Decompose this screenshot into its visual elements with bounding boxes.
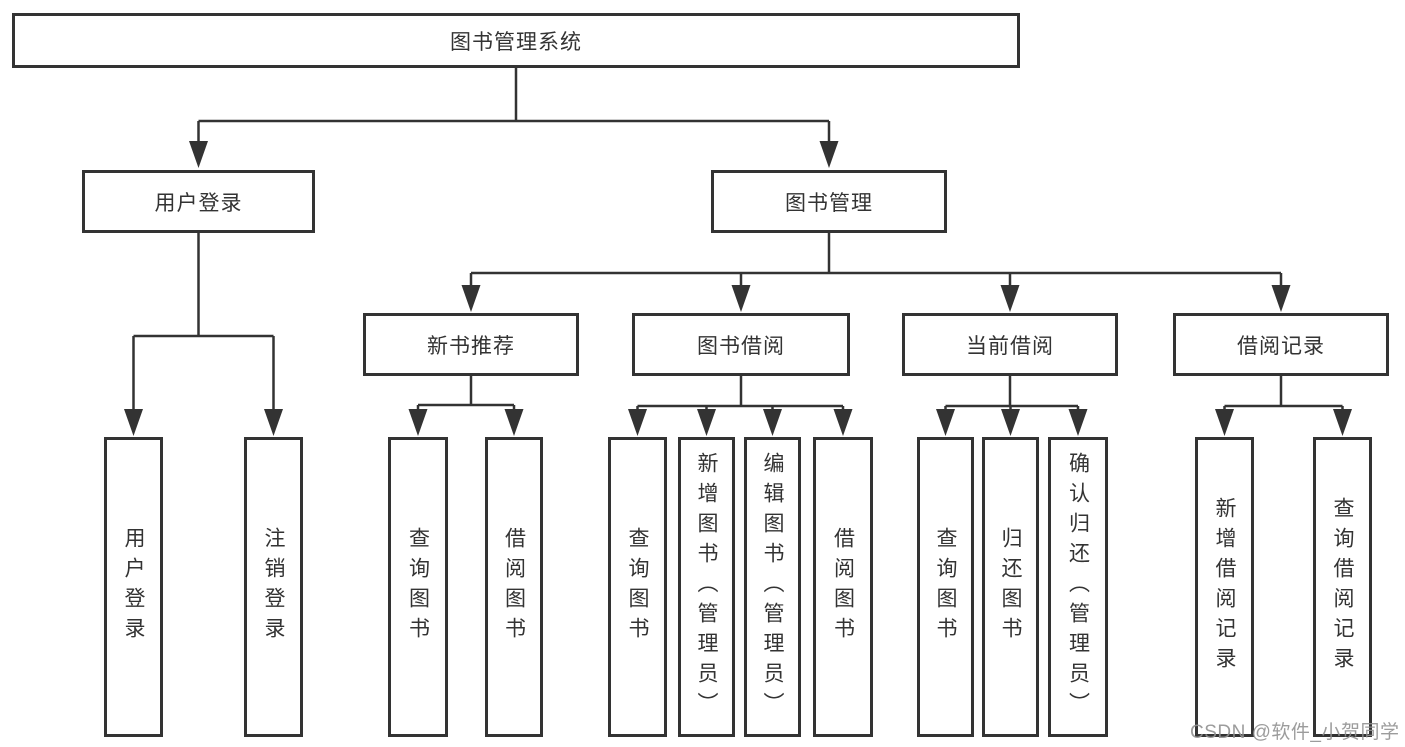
node-root-library-management-system: 图书管理系统 bbox=[12, 13, 1020, 68]
node-label: 图书借阅 bbox=[697, 334, 785, 358]
node-label: 借阅图书 bbox=[502, 527, 526, 647]
node-label: 当前借阅 bbox=[966, 334, 1054, 358]
leaf-query-books: 查询图书 bbox=[608, 437, 667, 737]
node-book-management: 图书管理 bbox=[711, 170, 947, 233]
node-label: 注销登录 bbox=[262, 527, 285, 647]
leaf-add-books-admin: 新增图书（管理员） bbox=[678, 437, 735, 737]
node-label: 图书管理系统 bbox=[450, 30, 582, 54]
node-label: 用户登录 bbox=[154, 191, 243, 215]
leaf-edit-books-admin: 编辑图书（管理员） bbox=[744, 437, 801, 737]
leaf-user-login: 用户登录 bbox=[104, 437, 163, 737]
node-label: 归还图书 bbox=[999, 527, 1022, 647]
leaf-add-borrow-record: 新增借阅记录 bbox=[1195, 437, 1254, 737]
leaf-confirm-return-admin: 确认归还（管理员） bbox=[1048, 437, 1108, 737]
leaf-borrow-books: 借阅图书 bbox=[813, 437, 873, 737]
watermark: CSDN @软件_小贺同学 bbox=[1190, 722, 1400, 743]
node-label: 新书推荐 bbox=[427, 334, 515, 358]
node-label: 确认归还（管理员） bbox=[1066, 452, 1090, 722]
node-label: 新增借阅记录 bbox=[1213, 497, 1236, 677]
node-label: 新增图书（管理员） bbox=[695, 452, 718, 722]
node-label: 查询图书 bbox=[626, 527, 649, 647]
leaf-logout: 注销登录 bbox=[244, 437, 303, 737]
node-label: 用户登录 bbox=[122, 527, 145, 647]
node-current-borrowing: 当前借阅 bbox=[902, 313, 1118, 376]
node-book-borrowing: 图书借阅 bbox=[632, 313, 850, 376]
node-label: 借阅图书 bbox=[831, 527, 855, 647]
node-label: 查询图书 bbox=[934, 527, 957, 647]
leaf-return-books: 归还图书 bbox=[982, 437, 1039, 737]
node-label: 图书管理 bbox=[785, 191, 873, 215]
node-label: 编辑图书（管理员） bbox=[761, 452, 784, 722]
node-label: 查询借阅记录 bbox=[1331, 497, 1354, 677]
node-label: 借阅记录 bbox=[1237, 334, 1325, 358]
leaf-query-borrow-record: 查询借阅记录 bbox=[1313, 437, 1372, 737]
leaf-borrow-books: 借阅图书 bbox=[485, 437, 543, 737]
node-new-book-recommendation: 新书推荐 bbox=[363, 313, 579, 376]
node-label: 查询图书 bbox=[406, 527, 430, 647]
leaf-query-books: 查询图书 bbox=[917, 437, 974, 737]
leaf-query-books: 查询图书 bbox=[388, 437, 448, 737]
node-borrowing-records: 借阅记录 bbox=[1173, 313, 1389, 376]
node-user-login: 用户登录 bbox=[82, 170, 315, 233]
